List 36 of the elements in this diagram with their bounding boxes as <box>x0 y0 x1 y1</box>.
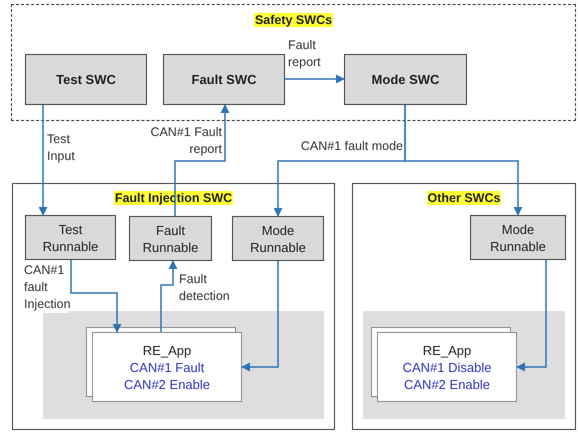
app-name: RE_App <box>422 342 472 358</box>
box-label: Test SWC <box>56 71 116 88</box>
arrow <box>38 105 48 216</box>
process-box <box>129 216 212 261</box>
process-box <box>232 216 324 261</box>
process-box <box>25 54 147 105</box>
group-title: Other SWCs <box>426 191 502 205</box>
box-label: Mode Runnable <box>489 220 547 254</box>
arrow <box>70 260 122 333</box>
process-box <box>163 54 285 105</box>
box-label: Fault SWC <box>192 71 256 88</box>
process-box <box>470 215 566 260</box>
status-text: CAN#1 Disable <box>402 358 492 376</box>
status-text: CAN#2 Enable <box>404 376 490 392</box>
edge-label: CAN#1 fault Injection <box>24 262 68 313</box>
app-card <box>92 332 242 402</box>
box-label: Mode SWC <box>372 71 440 88</box>
status-text: CAN#2 Enable <box>124 376 210 392</box>
process-box <box>25 215 116 260</box>
box-label: Test Runnable <box>42 220 100 254</box>
status-text: CAN#1 Fault <box>130 358 204 376</box>
arrow <box>174 104 230 216</box>
group-frame <box>11 4 576 121</box>
group-title: Safety SWCs <box>254 13 334 27</box>
arrow <box>404 105 522 216</box>
box-label: Fault Runnable <box>142 222 200 256</box>
arrow <box>516 260 547 372</box>
process-box <box>344 54 467 105</box>
group-frame <box>352 183 576 430</box>
arrow <box>241 261 279 372</box>
app-name: RE_App <box>142 342 192 358</box>
arrow <box>285 74 345 84</box>
app-card <box>377 332 517 402</box>
group-frame <box>12 183 335 430</box>
box-label: Mode Runnable <box>249 222 307 256</box>
arrow <box>160 260 178 332</box>
